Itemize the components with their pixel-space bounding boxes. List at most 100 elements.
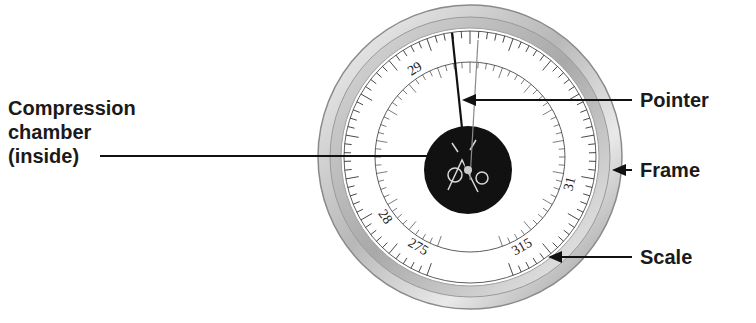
scale-tick [376,73,381,78]
scale-tick [533,220,537,224]
scale-tick [589,161,596,162]
scale-tick [558,73,563,78]
scale-tick [346,135,359,137]
scale-tick [533,90,537,94]
scale-tick [508,71,511,76]
scale-tick [478,31,479,38]
scale-tick [588,143,595,145]
scale-tick [348,186,355,188]
scale-number: 31 [562,175,579,192]
scale-tick [366,224,372,228]
scale-tick [543,103,548,106]
scale-tick [375,148,381,150]
scale-tick [346,177,359,179]
scale-tick [543,60,551,70]
scale-tick [583,194,590,196]
scale-tick [533,50,537,56]
scale-tick [518,266,521,272]
scale-tick [499,68,503,78]
scale-number: 29 [405,59,424,78]
scale-tick [515,75,518,80]
leader-line [100,155,438,157]
scale-ticks [344,31,596,275]
part-label: Scale [640,245,692,269]
scale-tick [382,66,387,71]
scale-tick [509,263,513,275]
pointer-needle [452,33,468,185]
scale-tick [554,187,560,189]
scale-tick [353,110,359,113]
scale-tick [581,177,594,179]
scale-tick [553,141,564,143]
scale-tick [381,125,387,127]
scale-tick [577,102,583,105]
scale-tick [553,66,558,71]
scale-tick [416,79,419,84]
scale-tick [515,234,518,239]
scale-tick [378,180,384,182]
scale-tick [375,164,381,166]
scale-tick [583,118,590,120]
scale-tick [521,230,524,235]
scale-tick [461,62,463,68]
scale-tick [419,266,422,272]
scale-tick [485,63,486,69]
scale-tick [503,36,505,43]
scale-tick [564,79,570,83]
scale-tick [581,135,594,137]
scale-tick [521,79,524,84]
scale-tick [564,230,570,234]
arrowhead [612,164,626,176]
scale-tick [423,234,426,239]
scale-tick [533,258,537,264]
scale-tick [509,39,513,51]
scale-tick [445,65,447,71]
scale-tick [526,46,529,52]
scale-tick [553,243,558,248]
scale-tick [558,237,563,242]
scale-tick [526,262,529,268]
scale-tick [438,236,442,246]
scale-tick [361,214,372,221]
scale-tick [580,110,586,113]
scale-tick [382,243,387,248]
scale-tick [499,236,503,246]
scale-tick [559,157,565,158]
scale-tick [384,195,389,198]
scale-tick [411,262,414,268]
scale-tick [508,238,511,243]
scale-tick [543,208,548,211]
scale-tick [580,202,586,205]
scale-tick [361,94,372,101]
scale-tick [577,209,583,212]
scale-tick [350,118,357,120]
scale-number: 275 [405,236,430,259]
scale-tick [403,220,407,224]
scale-tick [438,68,442,78]
scale-tick [371,230,377,234]
scale-tick [350,194,357,196]
scale-tick [416,230,419,235]
mechanism-part [448,160,478,192]
scale-tick [376,237,381,242]
scale-tick [344,161,351,162]
scale-tick [427,263,431,275]
part-label: Frame [640,158,700,182]
scale-tick [554,125,560,127]
arrowhead [462,94,476,106]
scale-tick [559,148,565,150]
scale-tick [419,42,422,48]
scale-tick [403,90,407,94]
scale-tick [392,208,397,211]
scale-tick [396,55,400,61]
part-label: Compression chamber (inside) [8,96,148,168]
scale-tick [493,65,495,71]
scale-tick [397,214,402,218]
scale-tick [348,127,355,129]
compression-chamber-window [424,126,512,214]
scale-tick [461,31,462,38]
scale-tick [470,31,471,44]
scale-tick [588,169,595,171]
pointer-hub [464,166,472,174]
